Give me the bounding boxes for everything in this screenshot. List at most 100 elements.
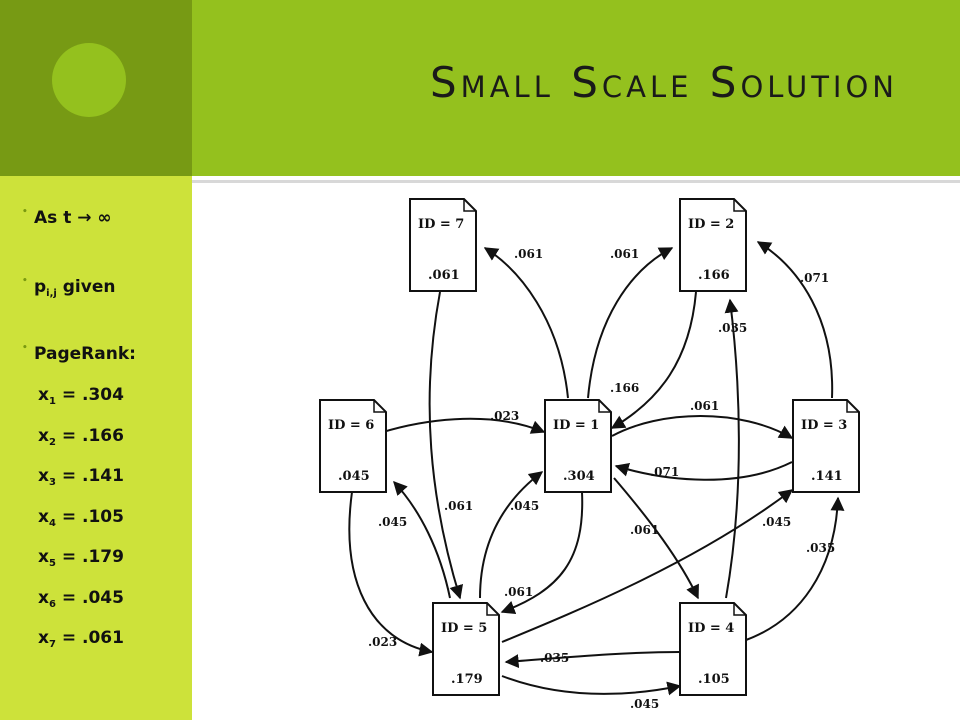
edge-label-3-2: .071: [800, 271, 829, 285]
p-subscript: i,j: [46, 288, 57, 299]
node-6: ID = 6 .045: [319, 399, 387, 493]
rank-x2: x2 = .166: [38, 426, 124, 448]
edge-5-to-1: [479, 471, 544, 599]
rank-value: = .304: [61, 385, 124, 405]
node-4: ID = 4 .105: [679, 602, 747, 696]
node-7: ID = 7 .061: [409, 198, 477, 292]
node-7-id: ID = 7: [418, 217, 464, 232]
bullet-given: pi,j given: [22, 276, 116, 299]
node-3: ID = 3 .141: [792, 399, 860, 493]
rank-var: x: [38, 547, 49, 567]
edge-1-to-3: [611, 415, 794, 439]
node-4-rank: .105: [698, 672, 730, 687]
rank-x5: x5 = .179: [38, 547, 124, 569]
bullet-limit-text: As t → ∞: [34, 208, 112, 228]
slide-title: Small Scale Solution: [430, 58, 898, 107]
rank-value: = .141: [61, 466, 124, 486]
edge-6-to-5: [348, 491, 434, 657]
edge-label-4-5: .035: [540, 651, 569, 665]
edge-4-to-2: [724, 298, 740, 599]
node-1: ID = 1 .304: [544, 399, 612, 493]
node-5-id: ID = 5: [441, 621, 487, 636]
edge-3-to-2: [756, 241, 834, 399]
edge-label-7-5: .061: [444, 499, 473, 513]
decorative-circle: [52, 43, 126, 117]
rank-value: = .045: [61, 588, 124, 608]
edge-label-1-5: .061: [504, 585, 533, 599]
edge-5-to-4: [501, 675, 682, 696]
header-divider: [192, 180, 960, 183]
rank-var: x: [38, 507, 49, 527]
edge-1-to-7: [483, 247, 569, 399]
rank-sub: 2: [48, 437, 56, 448]
node-7-rank: .061: [428, 268, 460, 283]
edge-4-to-3: [745, 496, 845, 641]
node-6-id: ID = 6: [328, 418, 374, 433]
sidebar: As t → ∞ pi,j given PageRank: x1 = .304 …: [0, 176, 192, 720]
edge-4-to-5: [504, 651, 681, 669]
bullet-limit: As t → ∞: [22, 207, 112, 228]
node-2-id: ID = 2: [688, 217, 734, 232]
node-5-rank: .179: [451, 672, 483, 687]
rank-var: x: [38, 466, 49, 486]
edge-label-1-3: .061: [690, 399, 719, 413]
title-bar: Small Scale Solution: [192, 0, 960, 176]
edge-7-to-5: [428, 291, 464, 600]
rank-x1: x1 = .304: [38, 385, 124, 407]
edge-1-to-2: [587, 247, 674, 399]
rank-sub: 5: [48, 558, 56, 569]
rank-value: = .166: [61, 426, 124, 446]
edge-label-5-6: .045: [378, 515, 407, 529]
node-2-rank: .166: [698, 268, 730, 283]
rank-x4: x4 = .105: [38, 507, 124, 529]
edge-5-to-6: [393, 480, 451, 599]
rank-var: x: [38, 385, 49, 405]
rank-var: x: [38, 426, 49, 446]
p-symbol: p: [34, 277, 47, 297]
rank-sub: 6: [48, 599, 56, 610]
node-2: ID = 2 .166: [679, 198, 747, 292]
edge-3-to-1: [614, 461, 793, 481]
edge-5-to-3: [501, 489, 794, 643]
edge-label-6-1: .023: [490, 409, 519, 423]
edge-label-6-5: .023: [368, 635, 397, 649]
edge-label-5-4: .045: [630, 697, 659, 711]
rank-sub: 4: [48, 518, 56, 529]
rank-sub: 1: [48, 396, 56, 407]
rank-var: x: [38, 628, 49, 648]
edge-2-to-1: [610, 291, 697, 429]
node-6-rank: .045: [338, 469, 370, 484]
edge-1-to-5: [500, 491, 584, 615]
node-3-id: ID = 3: [801, 418, 847, 433]
rank-value: = .061: [61, 628, 124, 648]
edge-label-3-1: .071: [650, 465, 679, 479]
given-word: given: [56, 277, 116, 297]
edge-label-5-1: .045: [510, 499, 539, 513]
bullet-pagerank-text: PageRank:: [34, 344, 136, 364]
corner-block: [0, 0, 192, 176]
rank-sub: 7: [48, 639, 56, 650]
node-5: ID = 5 .179: [432, 602, 500, 696]
edge-label-5-3: .045: [762, 515, 791, 529]
bullet-pagerank: PageRank:: [22, 343, 136, 364]
rank-value: = .179: [61, 547, 124, 567]
node-1-id: ID = 1: [553, 418, 599, 433]
rank-x3: x3 = .141: [38, 466, 124, 488]
node-1-rank: .304: [563, 469, 595, 484]
bullet-given-text: pi,j given: [28, 277, 116, 299]
rank-x7: x7 = .061: [38, 628, 124, 650]
rank-sub: 3: [48, 477, 56, 488]
edge-label-1-4: .061: [630, 523, 659, 537]
edge-label-4-3: .035: [806, 541, 835, 555]
rank-var: x: [38, 588, 49, 608]
pagerank-graph: .061 .061 .071 .035 .166 .023 .061 .071 …: [319, 198, 860, 711]
edge-label-4-2: .035: [718, 321, 747, 335]
node-3-rank: .141: [811, 469, 843, 484]
node-4-id: ID = 4: [688, 621, 734, 636]
rank-value: = .105: [61, 507, 124, 527]
edge-1-to-4: [613, 477, 699, 600]
edge-label-1-7: .061: [514, 247, 543, 261]
edge-label-2-1: .166: [610, 381, 639, 395]
rank-x6: x6 = .045: [38, 588, 124, 610]
edge-label-1-2: .061: [610, 247, 639, 261]
